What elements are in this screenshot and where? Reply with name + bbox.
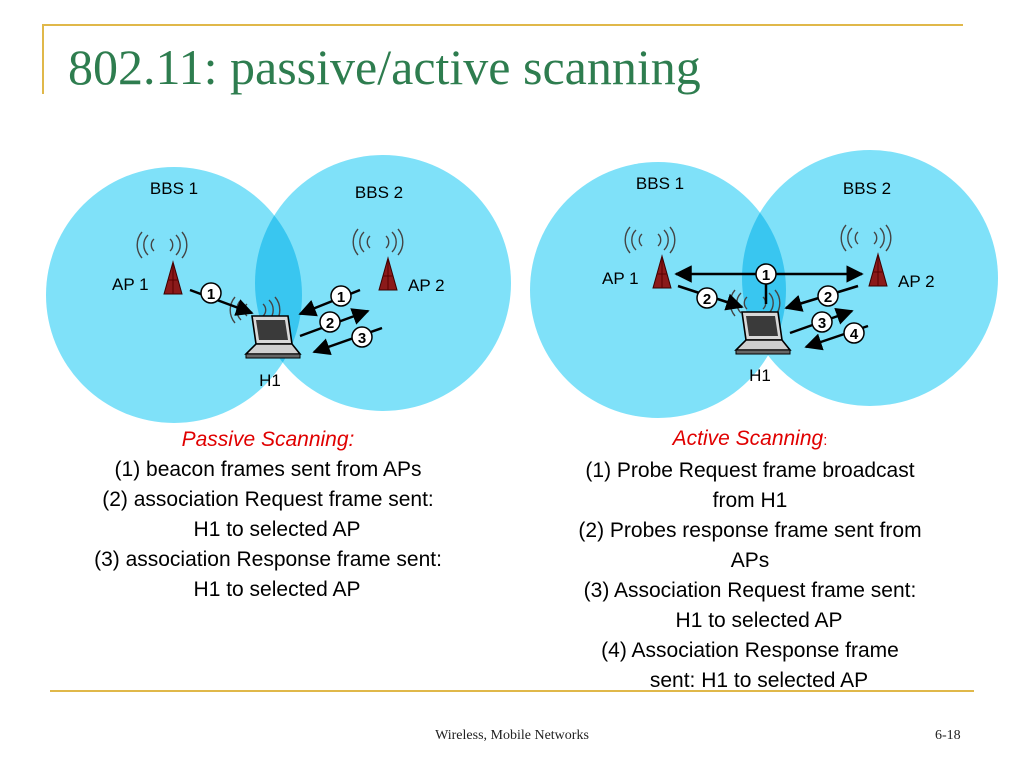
step-badge: 3 — [811, 311, 833, 333]
passive-caption: Passive Scanning: (1) beacon frames sent… — [38, 425, 498, 605]
svg-text:2: 2 — [824, 289, 832, 306]
frame-left-rule — [42, 24, 44, 94]
passive-bss1-label: BBS 1 — [150, 179, 198, 198]
passive-caption-line: (3) association Response frame sent: — [94, 548, 442, 571]
step-badge: 2 — [817, 285, 839, 307]
svg-text:1: 1 — [337, 289, 345, 306]
svg-text:4: 4 — [850, 326, 859, 343]
step-badge: 1 — [200, 282, 222, 304]
footer-course-title: Wireless, Mobile Networks — [435, 728, 589, 743]
step-badge: 2 — [319, 311, 341, 333]
active-bss1-label: BBS 1 — [636, 174, 684, 193]
svg-text:1: 1 — [207, 286, 215, 303]
active-caption-line: (4) Association Response frame — [601, 639, 899, 662]
passive-bss1-coverage — [46, 167, 302, 423]
active-ap1-label: AP 1 — [602, 269, 639, 288]
page-number: 6-18 — [935, 728, 961, 743]
passive-caption-line: (2) association Request frame sent: — [102, 488, 434, 511]
svg-text:2: 2 — [703, 291, 711, 308]
active-caption-line: H1 to selected AP — [675, 609, 843, 632]
step-badge: 3 — [351, 326, 373, 348]
step-badge: 2 — [696, 287, 718, 309]
active-host-label: H1 — [749, 366, 771, 385]
slide-title: 802.11: passive/active scanning — [68, 39, 701, 95]
passive-ap2-label: AP 2 — [408, 276, 445, 295]
active-bss1-coverage — [530, 162, 786, 418]
active-ap2-label: AP 2 — [898, 272, 935, 291]
active-caption: Active Scanning: (1) Probe Request frame… — [520, 424, 980, 696]
svg-text:3: 3 — [818, 315, 826, 332]
active-caption-line: from H1 — [712, 489, 788, 512]
passive-caption-heading: Passive Scanning: — [181, 428, 355, 451]
active-caption-line: (1) Probe Request frame broadcast — [585, 459, 915, 482]
active-caption-line: (2) Probes response frame sent from — [578, 519, 922, 542]
passive-bss2-label: BBS 2 — [355, 183, 403, 202]
passive-ap1-label: AP 1 — [112, 275, 149, 294]
active-caption-heading: Active Scanning — [672, 427, 824, 450]
active-caption-line: APs — [730, 549, 770, 572]
svg-text:1: 1 — [762, 267, 770, 284]
active-caption-heading-suffix: : — [823, 432, 828, 449]
svg-text:2: 2 — [326, 315, 334, 332]
active-bss2-label: BBS 2 — [843, 179, 891, 198]
passive-caption-line: (1) beacon frames sent from APs — [114, 458, 422, 481]
footer-rule — [50, 690, 974, 692]
step-badge: 1 — [330, 285, 352, 307]
passive-host-label: H1 — [259, 371, 281, 390]
frame-top-rule — [42, 24, 963, 26]
passive-caption-line: H1 to selected AP — [193, 518, 361, 541]
svg-text:3: 3 — [358, 330, 366, 347]
step-badge: 4 — [843, 322, 865, 344]
passive-caption-line: H1 to selected AP — [193, 578, 361, 601]
active-caption-line: (3) Association Request frame sent: — [583, 579, 917, 602]
active-caption-line: sent: H1 to selected AP — [649, 669, 869, 692]
step-badge: 1 — [755, 263, 777, 285]
